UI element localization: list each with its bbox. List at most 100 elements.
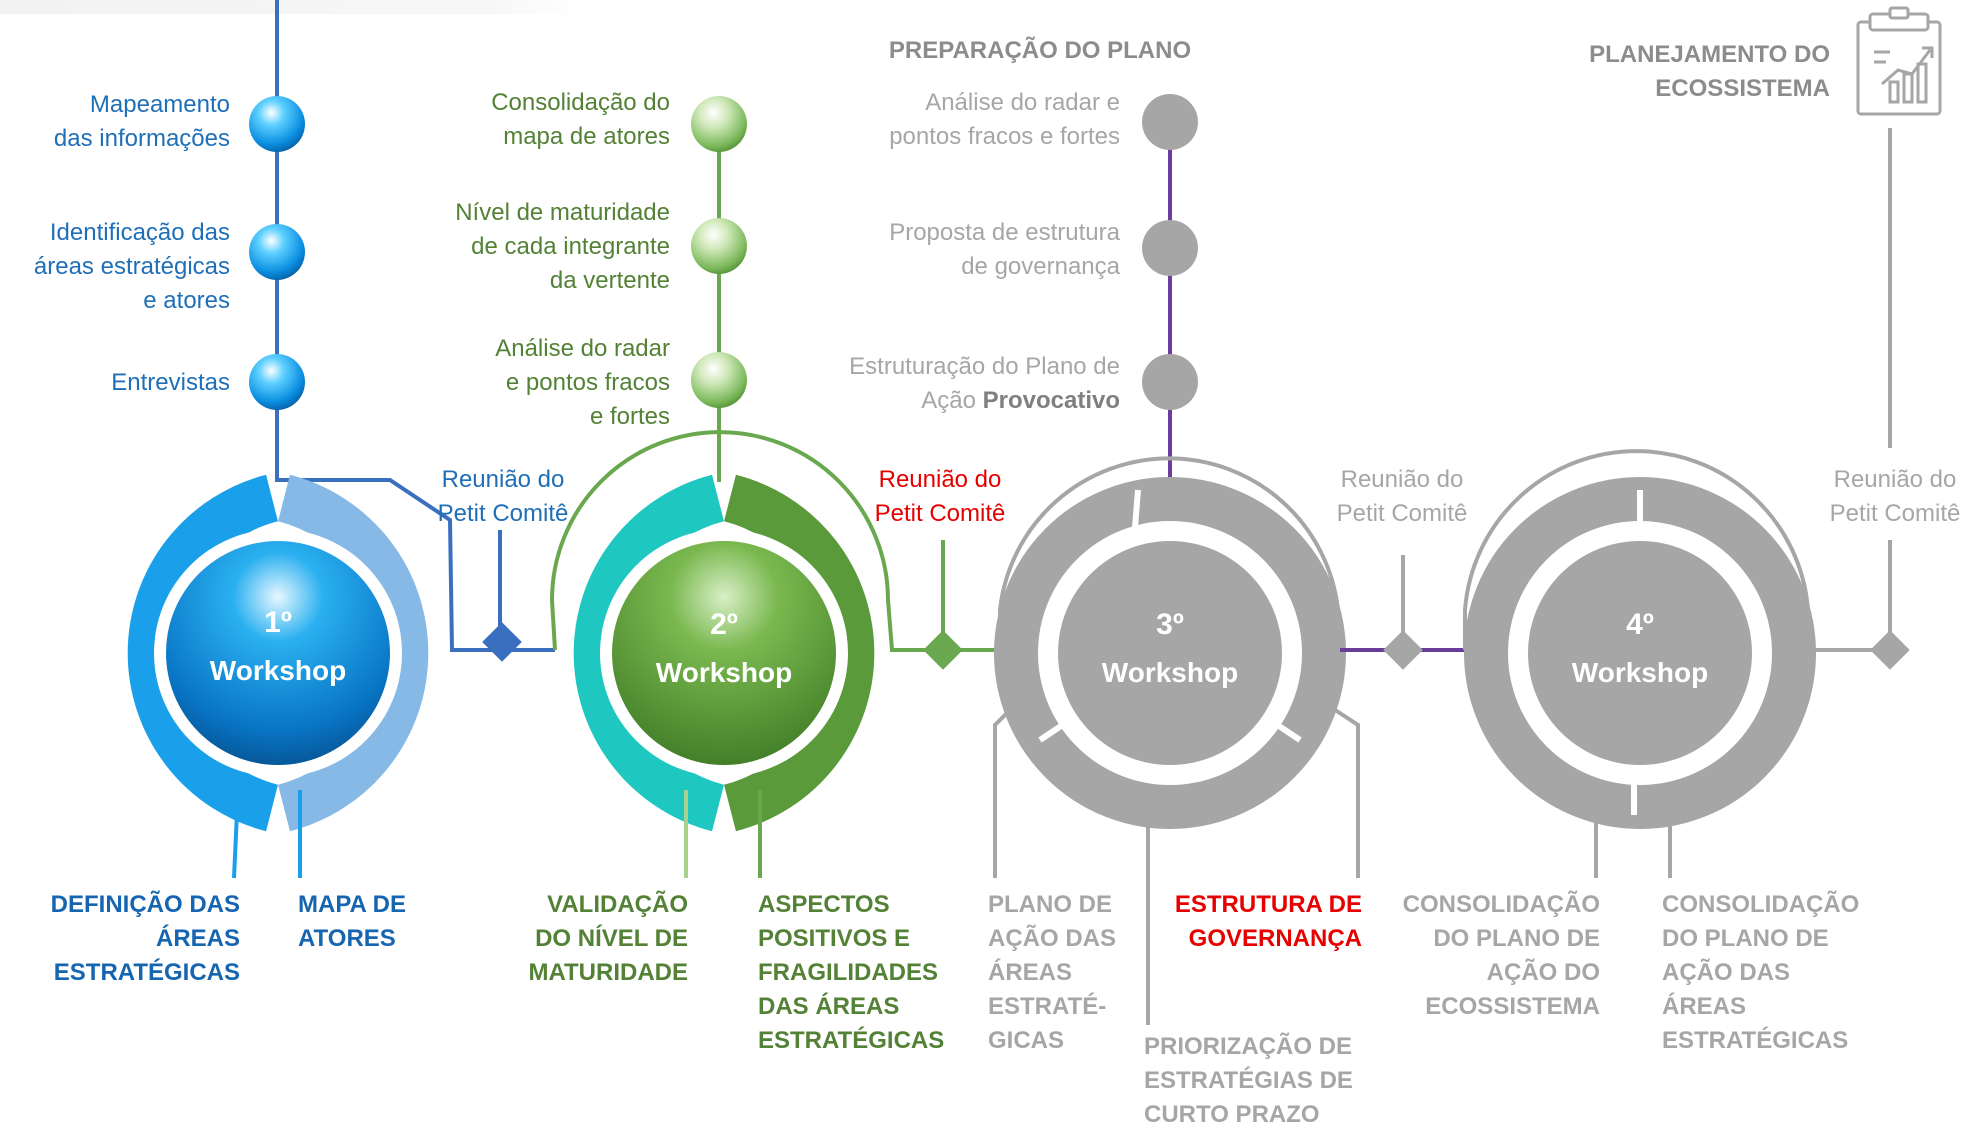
workshop1-ring-left (127, 474, 279, 832)
stage2-step3-line1: Análise do radar (495, 335, 670, 362)
stage4-output2-line5: ESTRATÉGICAS (1662, 1026, 1848, 1054)
stage1-step2-line3: e atores (143, 287, 230, 314)
stage3-step1-line2: pontos fracos e fortes (889, 123, 1120, 150)
stage1-output1-line3: ESTRATÉGICAS (54, 958, 240, 986)
stage2-step-node (691, 218, 747, 274)
meeting4-line1: Reunião do (1834, 466, 1957, 493)
stage-1: 1º Workshop (127, 0, 555, 879)
stage1-step-node (249, 96, 305, 152)
stage2-step1-line2: mapa de atores (503, 123, 670, 150)
stage1-step1-line2: das informações (54, 125, 230, 152)
stage2-output2-line2: POSITIVOS E (758, 925, 910, 952)
meeting2-line2: Petit Comitê (875, 500, 1006, 527)
stage3-output2-line2: GOVERNANÇA (1189, 925, 1362, 952)
stage3-output1-line5: GICAS (988, 1027, 1064, 1054)
stage3-output1-line3: ÁREAS (988, 958, 1072, 986)
stage3-step3-line2: Ação Provocativo (921, 387, 1120, 414)
stage1-output1-line1: DEFINIÇÃO DAS (51, 890, 240, 918)
stage1-output2-line1: MAPA DE (298, 891, 406, 918)
workshop3-number: 3º (1156, 608, 1184, 641)
meeting4-line2: Petit Comitê (1830, 500, 1961, 527)
stage3-output3-line1: PRIORIZAÇÃO DE (1144, 1032, 1352, 1060)
workshop1-number: 1º (264, 606, 292, 639)
stage3-output1-line2: AÇÃO DAS (988, 924, 1116, 952)
stage3-step-node (1142, 354, 1198, 410)
stage1-output2-line2: ATORES (298, 925, 396, 952)
stage3-output-connector (993, 698, 1022, 878)
labels: Mapeamento das informações Identificação… (34, 36, 1960, 1128)
stage3-step-node (1142, 94, 1198, 150)
stage4-output1-line2: DO PLANO DE (1433, 925, 1600, 952)
workshop2-center (612, 541, 836, 765)
workshop2-ring-right (723, 474, 875, 832)
stage4-heading-line2: ECOSSISTEMA (1655, 75, 1830, 102)
stage2-output2-line1: ASPECTOS (758, 891, 890, 918)
workshop4-label: Workshop (1572, 657, 1708, 688)
workshop3-center (1058, 541, 1282, 765)
stage2-output1-line2: DO NÍVEL DE (535, 924, 688, 952)
workshop3-ring-divider (1038, 717, 1072, 743)
stage2-step2-line3: da vertente (550, 267, 670, 294)
workshop1-ring-right (277, 474, 429, 832)
stage2-step2-line1: Nível de maturidade (455, 199, 670, 226)
stage1-step-node (249, 354, 305, 410)
stage4-outer-arc (1463, 449, 1880, 652)
workshop3-ring-divider (1131, 489, 1141, 541)
stage4-output1-line4: ECOSSISTEMA (1425, 993, 1600, 1020)
workshop4-center (1528, 541, 1752, 765)
stage2-output1-line3: MATURIDADE (528, 959, 688, 986)
meeting3-line2: Petit Comitê (1337, 500, 1468, 527)
stage3-step2-line2: de governança (961, 253, 1120, 280)
stage2-output2-line5: ESTRATÉGICAS (758, 1026, 944, 1054)
stage2-step3-line3: e fortes (590, 403, 670, 430)
stage3-output3-line2: ESTRATÉGIAS DE (1144, 1066, 1353, 1094)
stage4-heading-line1: PLANEJAMENTO DO (1589, 41, 1830, 68)
workshop2-number: 2º (710, 608, 738, 641)
stage3-output2-line1: ESTRUTURA DE (1175, 891, 1362, 918)
stage2-step-node (691, 96, 747, 152)
stage3-outer-arc (998, 456, 1342, 651)
meeting3-line1: Reunião do (1341, 466, 1464, 493)
stage2-step-node (691, 352, 747, 408)
meeting1-line2: Petit Comitê (438, 500, 569, 527)
workshop3-ring-divider (1268, 717, 1302, 743)
stage4-output2-line2: DO PLANO DE (1662, 925, 1829, 952)
stage1-step3-line1: Entrevistas (111, 369, 230, 396)
stage1-output1-line2: ÁREAS (156, 924, 240, 952)
meeting4-diamond (1870, 630, 1910, 670)
stage2-output2-line4: DAS ÁREAS (758, 992, 899, 1020)
stage3-step2-line1: Proposta de estrutura (889, 219, 1120, 246)
workshop4-number: 4º (1626, 608, 1654, 641)
stage1-step1-line1: Mapeamento (90, 91, 230, 118)
top-shade-band (0, 0, 620, 14)
workshop2-ring-left (573, 474, 725, 832)
stage2-outer-arc (549, 430, 950, 652)
stage2-output1-line1: VALIDAÇÃO (547, 890, 688, 918)
stage3-heading: PREPARAÇÃO DO PLANO (889, 36, 1191, 64)
stage3-step3-line2-prefix: Ação (921, 387, 982, 414)
meeting1-line1: Reunião do (442, 466, 565, 493)
meeting2-diamond (923, 630, 963, 670)
stage2-step2-line2: de cada integrante (471, 233, 670, 260)
stage-2: 2º Workshop (549, 96, 1000, 878)
stage3-step-node (1142, 220, 1198, 276)
stage1-step-node (249, 224, 305, 280)
workshop1-label: Workshop (210, 655, 346, 686)
stage3-output1-line1: PLANO DE (988, 891, 1112, 918)
stage1-step2-line1: Identificação das (50, 219, 230, 246)
stage1-output-connector (232, 789, 240, 879)
stage2-output2-line3: FRAGILIDADES (758, 959, 938, 986)
meeting3-diamond (1383, 630, 1423, 670)
stage2-step3-line2: e pontos fracos (506, 369, 670, 396)
clipboard-chart-icon (1856, 6, 1942, 116)
stage3-output-connector (1318, 698, 1360, 878)
workshop1-center (166, 541, 390, 765)
stage-3: 3º Workshop (993, 94, 1465, 1025)
meeting2-line1: Reunião do (879, 466, 1002, 493)
stage3-output1-line4: ESTRATÉ- (988, 992, 1106, 1020)
stage-4: 4º Workshop (1463, 6, 1942, 878)
meeting1-diamond (482, 622, 522, 662)
stage4-output2-line3: AÇÃO DAS (1662, 958, 1790, 986)
stage3-step1-line1: Análise do radar e (925, 89, 1120, 116)
